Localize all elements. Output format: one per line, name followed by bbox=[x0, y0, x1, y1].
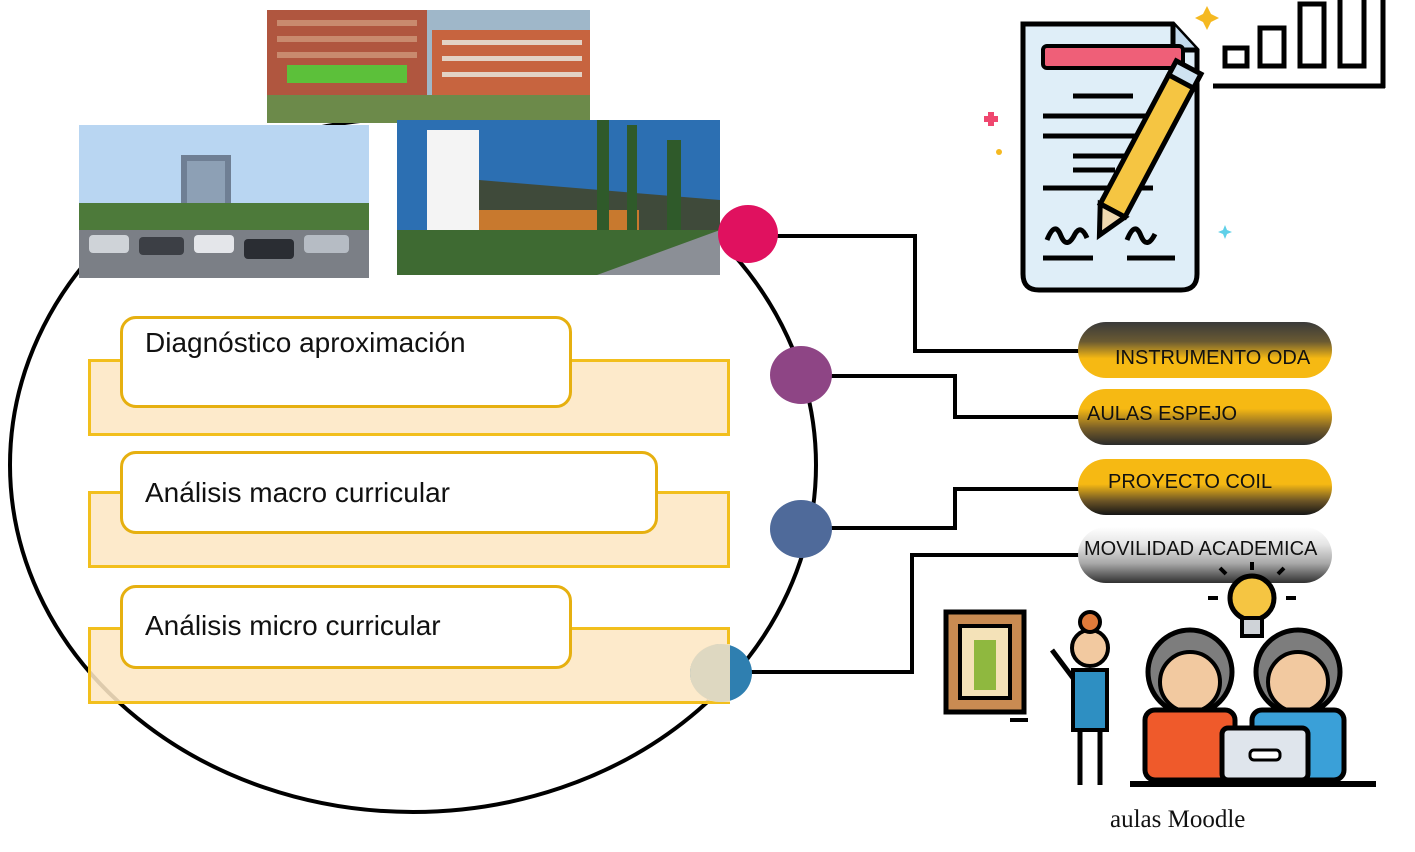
connector-1 bbox=[745, 234, 1080, 353]
output-label-movilidad: MOVILIDAD ACADEMICA bbox=[1084, 538, 1318, 560]
moodle-caption: aulas Moodle bbox=[1110, 806, 1246, 833]
connector-3 bbox=[830, 487, 1080, 530]
teacher-and-students-icon bbox=[940, 560, 1390, 805]
connector-dot-2 bbox=[770, 346, 832, 404]
connector-2 bbox=[830, 374, 1080, 419]
document-with-pen-icon bbox=[975, 0, 1395, 300]
step-label-text: Análisis micro curricular bbox=[145, 610, 441, 641]
connector-dot-3 bbox=[770, 500, 832, 558]
output-label-instrumento: INSTRUMENTO ODA bbox=[1115, 347, 1311, 369]
campus-photo-top bbox=[267, 10, 590, 123]
connector-dot-1 bbox=[718, 205, 778, 263]
campus-photo-left bbox=[79, 125, 369, 278]
output-pill-coil bbox=[1078, 459, 1332, 515]
output-label-aulas-espejo: AULAS ESPEJO bbox=[1087, 403, 1238, 425]
output-pill-instrumento bbox=[1078, 322, 1332, 378]
dot-overlay bbox=[690, 644, 730, 702]
step-label-macro: Análisis macro curricular bbox=[120, 451, 658, 534]
output-label-coil: PROYECTO COIL bbox=[1108, 471, 1273, 493]
output-pill-aulas-espejo bbox=[1078, 389, 1332, 445]
campus-photo-right bbox=[397, 120, 720, 275]
step-label-micro: Análisis micro curricular bbox=[120, 585, 572, 669]
connector-4 bbox=[750, 553, 1080, 674]
output-pill-movilidad bbox=[1078, 527, 1332, 583]
step-label-text: Diagnóstico aproximación bbox=[145, 327, 466, 358]
step-label-diagnostico: Diagnóstico aproximación bbox=[120, 316, 572, 408]
bar-chart-icon bbox=[1213, 0, 1386, 89]
step-label-text: Análisis macro curricular bbox=[145, 477, 450, 508]
lightbulb-icon bbox=[1208, 562, 1296, 638]
